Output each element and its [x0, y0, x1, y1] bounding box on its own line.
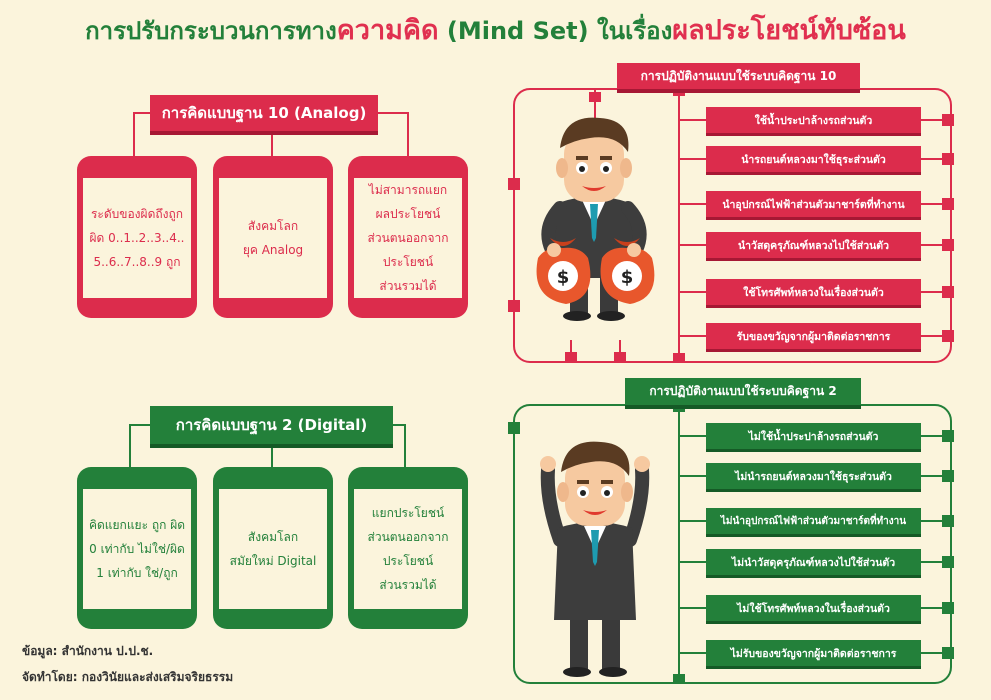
card-line: สังคมโลก [247, 219, 299, 233]
card-line: ส่วนตนออกจาก [367, 231, 449, 245]
title-highlight-mindset: ความคิด [336, 15, 439, 46]
businessman-arms-raised-icon [540, 441, 650, 677]
analog-card-separation-text: ไม่สามารถแยก ผลประโยชน์ ส่วนตนออกจาก ประ… [354, 178, 462, 298]
card-line: แยกประโยชน์ [371, 506, 445, 520]
title-part-3: (Mind Set) ในเรื่อง [438, 17, 673, 45]
analog-card-society-text: สังคมโลก ยุค Analog [219, 178, 327, 298]
analog-card-society: สังคมโลก ยุค Analog [213, 156, 333, 318]
footer-source: ข้อมูล: สำนักงาน ป.ป.ช. [22, 644, 154, 658]
analog-card-scale-text: ระดับของผิดถึงถูก ผิด 0..1..2..3..4.. 5.… [83, 178, 191, 298]
practice2-item: ไม่นำรถยนต์หลวงมาใช้ธุระส่วนตัว [706, 463, 921, 489]
practice2-item: ไม่นำวัสดุครุภัณฑ์หลวงไปใช้ส่วนตัว [706, 549, 921, 575]
page-title: การปรับกระบวนการทางความคิด (Mind Set) ใน… [0, 8, 991, 51]
card-line: ระดับของผิดถึงถูก [90, 207, 184, 221]
digital-card-separation-text: แยกประโยชน์ ส่วนตนออกจาก ประโยชน์ ส่วนรว… [354, 489, 462, 609]
card-line: ส่วนตนออกจาก [367, 530, 449, 544]
card-line: ส่วนรวมได้ [379, 279, 437, 293]
digital-header: การคิดแบบฐาน 2 (Digital) [150, 406, 393, 444]
analog-card-scale: ระดับของผิดถึงถูก ผิด 0..1..2..3..4.. 5.… [77, 156, 197, 318]
digital-card-scale-text: คิดแยกแยะ ถูก ผิด 0 เท่ากับ ไม่ใช่/ผิด 1… [83, 489, 191, 609]
title-highlight-conflict: ผลประโยชน์ทับซ้อน [672, 15, 906, 46]
practice2-item: ไม่ใช้โทรศัพท์หลวงในเรื่องส่วนตัว [706, 595, 921, 621]
money-bag-symbol-left: $ [557, 267, 570, 288]
money-bag-symbol-right: $ [621, 267, 634, 288]
card-line: ประโยชน์ [382, 255, 434, 269]
practice2-item: ไม่รับของขวัญจากผู้มาติดต่อราชการ [706, 640, 921, 666]
title-part-1: การปรับกระบวนการทาง [85, 17, 337, 45]
practice10-item: ใช้น้ำประปาล้างรถส่วนตัว [706, 107, 921, 133]
card-line: ประโยชน์ [382, 554, 434, 568]
card-line: ผิด 0..1..2..3..4.. [89, 231, 185, 245]
practice2-item: ไม่นำอุปกรณ์ไฟฟ้าส่วนตัวมาชาร์ตที่ทำงาน [706, 508, 921, 534]
digital-card-separation: แยกประโยชน์ ส่วนตนออกจาก ประโยชน์ ส่วนรว… [348, 467, 468, 629]
footer-producer: จัดทำโดย: กองวินัยและส่งเสริมจริยธรรม [22, 670, 234, 684]
card-line: 0 เท่ากับ ไม่ใช่/ผิด [89, 542, 185, 556]
analog-card-separation: ไม่สามารถแยก ผลประโยชน์ ส่วนตนออกจาก ประ… [348, 156, 468, 318]
practice10-header: การปฏิบัติงานแบบใช้ระบบคิดฐาน 10 [617, 63, 860, 89]
practice10-item: รับของขวัญจากผู้มาติดต่อราชการ [706, 323, 921, 349]
card-line: สังคมโลก [247, 530, 299, 544]
analog-header: การคิดแบบฐาน 10 (Analog) [150, 95, 378, 131]
card-line: 5..6..7..8..9 ถูก [93, 255, 181, 269]
digital-card-scale: คิดแยกแยะ ถูก ผิด 0 เท่ากับ ไม่ใช่/ผิด 1… [77, 467, 197, 629]
card-line: ส่วนรวมได้ [379, 578, 437, 592]
practice10-item: นำอุปกรณ์ไฟฟ้าส่วนตัวมาชาร์ตที่ทำงาน [706, 191, 921, 217]
businessman-money-bags-icon: $ $ [536, 117, 655, 321]
digital-card-society-text: สังคมโลก สมัยใหม่ Digital [219, 489, 327, 609]
practice10-item: ใช้โทรศัพท์หลวงในเรื่องส่วนตัว [706, 279, 921, 305]
digital-card-society: สังคมโลก สมัยใหม่ Digital [213, 467, 333, 629]
card-line: สมัยใหม่ Digital [229, 554, 317, 568]
card-line: ไม่สามารถแยก [368, 183, 448, 197]
card-line: ผลประโยชน์ [375, 207, 441, 221]
practice10-item: นำรถยนต์หลวงมาใช้ธุระส่วนตัว [706, 146, 921, 172]
card-line: 1 เท่ากับ ใช่/ถูก [96, 566, 178, 580]
card-line: คิดแยกแยะ ถูก ผิด [88, 518, 186, 532]
card-line: ยุค Analog [242, 243, 304, 257]
practice10-item: นำวัสดุครุภัณฑ์หลวงไปใช้ส่วนตัว [706, 232, 921, 258]
practice2-header: การปฏิบัติงานแบบใช้ระบบคิดฐาน 2 [625, 378, 861, 405]
practice2-item: ไม่ใช้น้ำประปาล้างรถส่วนตัว [706, 423, 921, 449]
